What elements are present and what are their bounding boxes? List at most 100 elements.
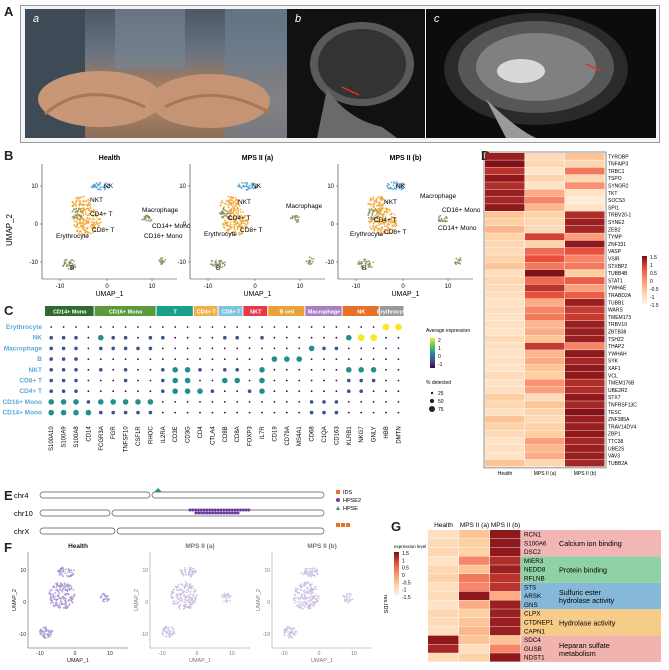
heatmap-g-cell [428,547,459,556]
umap-cell-nkt [382,197,384,200]
featplot-cell [52,593,54,596]
featplot-cell [70,585,73,588]
umap-cell-t [90,220,93,223]
heatmap-d-legend-tick: 0 [650,279,653,285]
dotplot-dot [397,368,400,371]
dotplot-dot [62,326,65,328]
dotplot-group-bar-cd14-mono [45,306,94,316]
dotplot-dot [149,326,152,328]
umap-cell-mac [160,259,162,261]
featplot-cell [176,593,179,596]
featplot-cell [49,592,52,595]
dotplot-dot [161,411,164,414]
dotplot-dot [284,356,290,362]
featplot-cell [309,583,311,586]
featplot-ytick-label: -10 [263,632,270,638]
featplot-cell [71,601,74,604]
heatmap-d-legend-tick: 1.5 [650,255,657,261]
umap-cell-nkt [228,202,231,204]
umap-cell-b [369,264,371,266]
dotplot-dot [397,379,400,382]
featplot-cell [313,597,316,600]
featplot-cell [187,594,190,597]
featplot-xtick-label: 0 [74,651,77,657]
karyo-marker-hpse2 [202,511,206,515]
heatmap-g-col-mps-ii-a: MPS II (a) [460,522,489,529]
dotplot-dot [223,347,226,350]
dotplot-dot [298,326,301,328]
featplot-cell [170,626,173,629]
featplot-cell [177,583,180,586]
heatmap-d-cell [565,277,605,284]
dotplot-dot [285,411,288,414]
featplot-cell [188,601,190,604]
umap-cell-mono [147,219,150,222]
featplot-cell [343,595,346,598]
featplot-cell [187,573,190,575]
featplot-cell [289,631,291,633]
featplot-cell [168,636,171,638]
dotplot-size-dot [430,391,434,395]
umap-label-erythrocyte: Erythrocyte [350,231,383,238]
featplot-cell [310,588,313,591]
featplot-cell [68,603,71,606]
umap-cell-mono [297,220,300,223]
dotplot-dot [174,401,177,403]
heatmap-d-cell [565,401,605,409]
featplot-cell [350,598,352,601]
umap-cell-cd4 [368,208,371,211]
featplot-cell [308,591,310,593]
umap-cell-t [80,222,83,225]
umap-ytick-label: 10 [31,184,38,190]
umap-cell-nk [94,185,97,188]
featplot-cell [300,593,303,596]
featplot-cell [228,596,231,599]
featplot-cell [304,603,307,606]
featplot-cell [56,605,59,607]
umap-cell-t [378,223,381,226]
umap-cell-nkt [77,199,80,201]
dotplot-colorbar [430,338,435,368]
dotplot-dot [261,326,263,328]
heatmap-d-legend-tick: 0.5 [650,271,657,277]
umap-cell-nkt [369,203,372,206]
dotplot-gene-il2ra: IL2RA [161,426,167,443]
dotplot-dot [186,336,189,339]
featplot-cell [191,603,194,605]
featplot-cell [343,600,346,602]
dotplot-dot [74,389,78,393]
dotplot-dot [99,410,103,415]
heatmap-g-cell [490,582,521,592]
featplot-cell [165,631,168,634]
featplot-cell [295,589,297,592]
heatmap-d-cell [565,445,605,452]
dotplot-dot [61,378,66,383]
dotplot-dot [111,410,115,415]
karyo-marker-ids [346,523,350,527]
featplot-cell [223,600,226,603]
heatmap-d-col-mps-ii-a: MPS II (a) [534,471,557,477]
featplot-cell [316,572,319,575]
featplot-cell [311,572,314,574]
dotplot-dot [223,335,227,340]
dotplot-dot [322,346,326,351]
heatmap-d-cell [485,182,525,190]
umap-cell-b [358,260,361,263]
dotplot-dot [371,378,376,383]
featplot-cell [222,595,225,598]
dotplot-dot [273,379,276,382]
umap-cell-cd4 [376,217,378,219]
featplot-cell [105,597,107,599]
heatmap-d-cell [525,262,565,270]
umap-cell-t [392,220,395,223]
umap-label-macrophage: Macrophage [142,207,179,214]
dotplot-size-tick: 50 [438,399,444,405]
umap-cell-nk [390,181,393,184]
karyo-marker-hpse2 [219,511,223,515]
umap-cell-nkt [84,209,87,211]
featplot-cell [181,583,184,586]
umap-cell-nkt [227,210,230,212]
umap-cell-t [390,216,393,218]
umap-cell-nk [248,187,250,190]
